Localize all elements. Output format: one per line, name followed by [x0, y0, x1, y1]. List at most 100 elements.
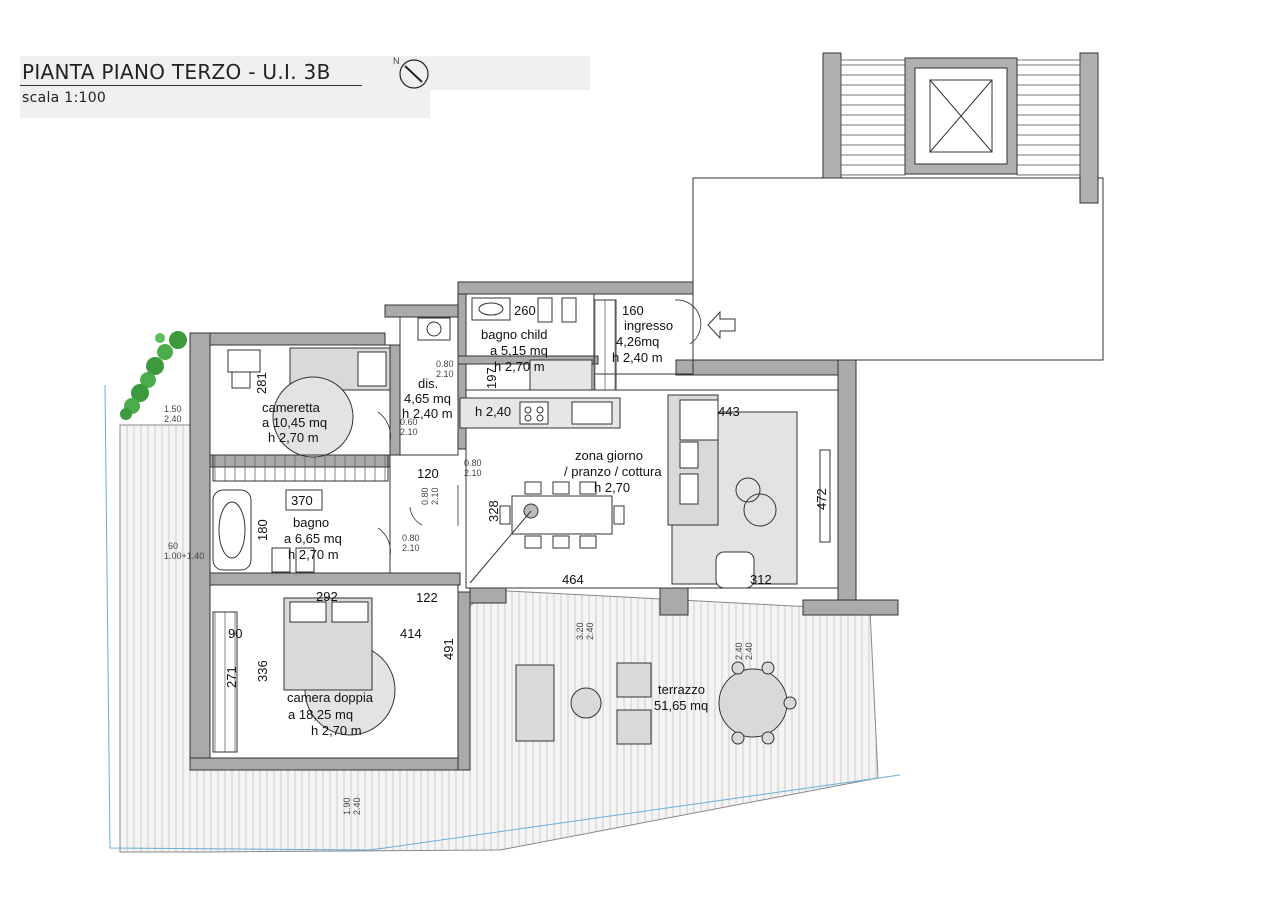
label-bagno-name: bagno — [293, 515, 329, 530]
dim-271: 271 — [224, 666, 239, 688]
opening-w4-w: 2.40 — [734, 642, 744, 660]
dim-472: 472 — [814, 488, 829, 510]
dim-370: 370 — [291, 493, 313, 508]
sofa-l — [667, 394, 719, 526]
label-terrazzo-name: terrazzo — [658, 682, 705, 697]
bed-double — [283, 597, 373, 691]
opening-w1-h: 2.40 — [164, 414, 182, 424]
label-camera-doppia-area: a 18,25 mq — [288, 707, 353, 722]
dim-328: 328 — [486, 500, 501, 522]
dim-414: 414 — [400, 626, 422, 641]
label-camera-doppia-height: h 2,70 m — [311, 723, 362, 738]
coffee-table — [743, 493, 777, 527]
dim-336: 336 — [255, 660, 270, 682]
kitchen-sink — [571, 401, 613, 425]
opening-o1-h: 2.10 — [436, 369, 454, 379]
stairwell — [822, 52, 1099, 204]
opening-w2-h: 1.00+1.40 — [164, 551, 204, 561]
label-bagno-child-name: bagno child — [481, 327, 548, 342]
opening-w2-w: 60 — [168, 541, 178, 551]
dim-197: 197 — [484, 367, 499, 389]
opening-w3-w: 3.20 — [575, 622, 585, 640]
terrace-chairs — [731, 661, 797, 745]
opening-o4-h: 2.10 — [430, 487, 440, 505]
label-cucina-height: h 2,40 — [475, 404, 511, 419]
label-cameretta-height: h 2,70 m — [268, 430, 319, 445]
shower-child — [529, 359, 593, 391]
dim-180: 180 — [255, 519, 270, 541]
tv-unit — [819, 449, 831, 543]
terrace-table — [718, 668, 788, 738]
title-band — [20, 56, 590, 90]
dining-chairs — [499, 481, 625, 549]
label-terrazzo-area: 51,65 mq — [654, 698, 708, 713]
plan-title: PIANTA PIANO TERZO - U.I. 3B — [22, 60, 331, 84]
room-zona-giorno — [465, 389, 839, 589]
opening-o5-w: 0.80 — [402, 533, 420, 543]
label-bagno-height: h 2,70 m — [288, 547, 339, 562]
opening-w5-w: 1.90 — [342, 797, 352, 815]
armchair — [715, 551, 755, 589]
bidet — [537, 297, 553, 323]
opening-labels: 0.80 2.10 0.60 2.10 0.80 2.10 0.80 2.10 … — [164, 359, 754, 815]
desk-chair — [231, 371, 251, 389]
room-camera-doppia — [209, 584, 459, 759]
dim-464: 464 — [562, 572, 584, 587]
label-cameretta-name: cameretta — [262, 400, 321, 415]
label-zona-giorno-line1: zona giorno — [575, 448, 643, 463]
opening-o2-h: 2.10 — [400, 427, 418, 437]
planter-greenery — [120, 331, 187, 420]
dim-312: 312 — [750, 572, 772, 587]
desk — [227, 349, 261, 373]
north-label: N — [393, 56, 400, 66]
title-underline — [20, 85, 362, 86]
wardrobe — [212, 454, 389, 482]
dim-120: 120 — [417, 466, 439, 481]
walls — [189, 281, 899, 771]
entry-arrow-icon — [707, 310, 736, 340]
opening-o5-h: 2.10 — [402, 543, 420, 553]
label-dis-height: h 2,40 m — [402, 406, 453, 421]
dim-160: 160 — [622, 303, 644, 318]
dim-260: 260 — [514, 303, 536, 318]
terrace-armchair-2 — [616, 709, 652, 745]
dim-90: 90 — [228, 626, 242, 641]
terrace-sofa — [515, 664, 555, 742]
toilet-child — [561, 297, 577, 323]
terrace-boundary — [104, 384, 901, 851]
north-arrow-icon: N — [393, 56, 429, 89]
washer — [417, 317, 451, 341]
bagno-vanity — [285, 489, 323, 511]
terrace-side-table — [570, 687, 602, 719]
opening-w4-h: 2.40 — [744, 642, 754, 660]
dim-281: 281 — [254, 372, 269, 394]
label-cameretta-area: a 10,45 mq — [262, 415, 327, 430]
opening-o4-w: 0.80 — [420, 487, 430, 505]
hob — [519, 401, 549, 425]
opening-w1-w: 1.50 — [164, 404, 182, 414]
scale-band — [20, 90, 430, 118]
dim-491: 491 — [441, 638, 456, 660]
washbasin — [471, 297, 511, 321]
washer-drum — [426, 321, 442, 337]
ingresso-cabinet — [593, 299, 617, 391]
door-swings — [377, 299, 702, 557]
landing-area — [692, 177, 1104, 361]
wardrobe-double — [212, 611, 238, 753]
label-bagno-child-height: h 2,70 m — [494, 359, 545, 374]
label-zona-giorno-line2: / pranzo / cottura — [564, 464, 662, 479]
label-bagno-child-area: a 5,15 mq — [490, 343, 548, 358]
label-dis-name: dis. — [418, 376, 438, 391]
dimension-labels: 281 260 160 197 443 120 370 180 328 472 … — [224, 303, 829, 688]
bagno-toilet — [271, 547, 291, 573]
terrace-armchair-1 — [616, 662, 652, 698]
dim-122: 122 — [416, 590, 438, 605]
opening-o3-h: 2.10 — [464, 468, 482, 478]
plan-scale: scala 1:100 — [22, 90, 107, 106]
opening-o3-w: 0.80 — [464, 458, 482, 468]
bagno-bidet — [295, 547, 315, 573]
opening-w3-h: 2.40 — [585, 622, 595, 640]
dim-292: 292 — [316, 589, 338, 604]
label-bagno-area: a 6,65 mq — [284, 531, 342, 546]
